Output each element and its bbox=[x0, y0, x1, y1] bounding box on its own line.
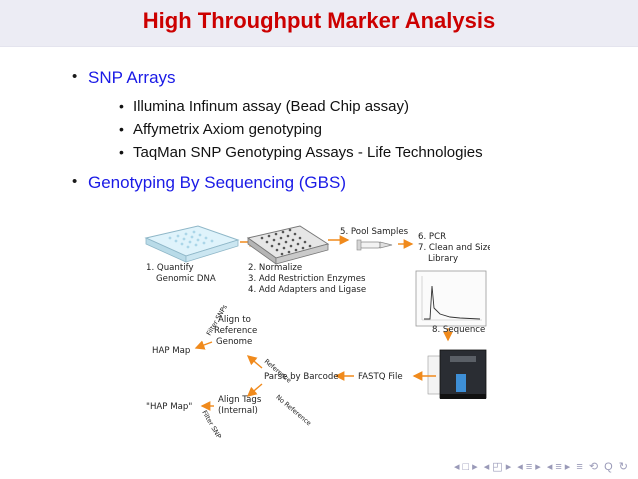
sub-bullet-item: • Affymetrix Axiom genotyping bbox=[119, 121, 322, 138]
bullet-dot-icon: • bbox=[72, 68, 78, 85]
flow-arrow bbox=[246, 383, 263, 397]
step7-label: 7. Clean and Size bbox=[418, 243, 490, 253]
bullet-dot-icon: • bbox=[119, 121, 124, 137]
step5-label: 5. Pool Samples bbox=[340, 227, 409, 237]
step8-label: 8. Sequence bbox=[432, 325, 485, 335]
sub-bullet-item: • Illumina Infinum assay (Bead Chip assa… bbox=[119, 98, 409, 115]
nav-next-icon[interactable]: ▸ bbox=[472, 461, 478, 473]
sub-bullet-text: Illumina Infinum assay (Bead Chip assay) bbox=[133, 98, 409, 115]
nav-next-icon[interactable]: ▸ bbox=[564, 461, 571, 473]
pool-tube-icon bbox=[356, 239, 393, 251]
sequencer-icon bbox=[427, 349, 487, 399]
align-reference-label: Align to bbox=[218, 315, 251, 325]
step7-label-line2: Library bbox=[428, 254, 458, 264]
step4-label: 4. Add Adapters and Ligase bbox=[248, 285, 366, 295]
hap-map-quoted-label: "HAP Map" bbox=[146, 402, 192, 412]
step2-label: 2. Normalize bbox=[248, 263, 302, 273]
normalize-plate-icon bbox=[246, 225, 330, 265]
quantify-plate-icon bbox=[144, 225, 240, 263]
flow-arrow bbox=[194, 340, 213, 350]
bullet-item: • Genotyping By Sequencing (GBS) bbox=[72, 173, 346, 193]
parse-barcode-label: Parse by Barcode bbox=[264, 372, 339, 382]
bullet-item: • SNP Arrays bbox=[72, 68, 176, 88]
step3-label: 3. Add Restriction Enzymes bbox=[248, 274, 366, 284]
fastq-label: FASTQ File bbox=[358, 372, 403, 382]
nav-menu-icon[interactable]: ≡ bbox=[576, 461, 583, 473]
hap-map-label: HAP Map bbox=[152, 346, 190, 356]
nav-refresh-icon[interactable]: ↻ bbox=[618, 461, 628, 473]
library-trace-icon bbox=[415, 270, 487, 327]
bullet-dot-icon: • bbox=[119, 144, 124, 160]
step1-label: 1. Quantify bbox=[146, 263, 194, 273]
nav-frame-icon[interactable]: □ bbox=[462, 461, 470, 473]
align-reference-label-line2: Reference bbox=[214, 326, 257, 336]
sub-bullet-text: TaqMan SNP Genotyping Assays - Life Tech… bbox=[133, 144, 483, 161]
nav-document-icon[interactable]: ≡ bbox=[555, 461, 562, 473]
step1-label-line2: Genomic DNA bbox=[156, 274, 216, 284]
beamer-navigation: ◂□▸ ◂◰▸ ◂≡▸ ◂≡▸ ≡ ⟲ Q ↻ bbox=[451, 460, 628, 473]
slide-title: High Throughput Marker Analysis bbox=[142, 8, 496, 33]
step6-label: 6. PCR bbox=[418, 232, 446, 242]
nav-back-icon[interactable]: ⟲ bbox=[588, 461, 599, 473]
flow-arrow bbox=[246, 355, 263, 369]
align-tags-label: Align Tags bbox=[218, 395, 262, 405]
sub-bullet-item: • TaqMan SNP Genotyping Assays - Life Te… bbox=[119, 144, 483, 161]
nav-prev-icon[interactable]: ◂ bbox=[546, 461, 553, 473]
bullet-dot-icon: • bbox=[119, 98, 124, 114]
bullet-text: Genotyping By Sequencing (GBS) bbox=[88, 173, 346, 192]
no-reference-label: No Reference bbox=[274, 393, 313, 427]
nav-prev-icon[interactable]: ◂ bbox=[517, 461, 523, 473]
bullet-dot-icon: • bbox=[72, 173, 78, 190]
nav-section-icon[interactable]: ≡ bbox=[525, 461, 533, 473]
align-reference-label-line3: Genome bbox=[216, 337, 252, 347]
nav-subsection-icon[interactable]: ◰ bbox=[492, 461, 503, 473]
gbs-workflow-diagram: 1. Quantify Genomic DNA 2. Normalize 3. … bbox=[144, 225, 490, 438]
align-tags-label-line2: (Internal) bbox=[218, 406, 258, 416]
nav-search-icon[interactable]: Q bbox=[604, 461, 613, 473]
bullet-text: SNP Arrays bbox=[88, 68, 176, 87]
nav-next-icon[interactable]: ▸ bbox=[505, 461, 512, 473]
nav-prev-icon[interactable]: ◂ bbox=[483, 461, 490, 473]
nav-next-icon[interactable]: ▸ bbox=[535, 461, 541, 473]
nav-prev-icon[interactable]: ◂ bbox=[453, 461, 460, 473]
sub-bullet-text: Affymetrix Axiom genotyping bbox=[133, 121, 322, 138]
title-bar: High Throughput Marker Analysis bbox=[0, 0, 638, 47]
